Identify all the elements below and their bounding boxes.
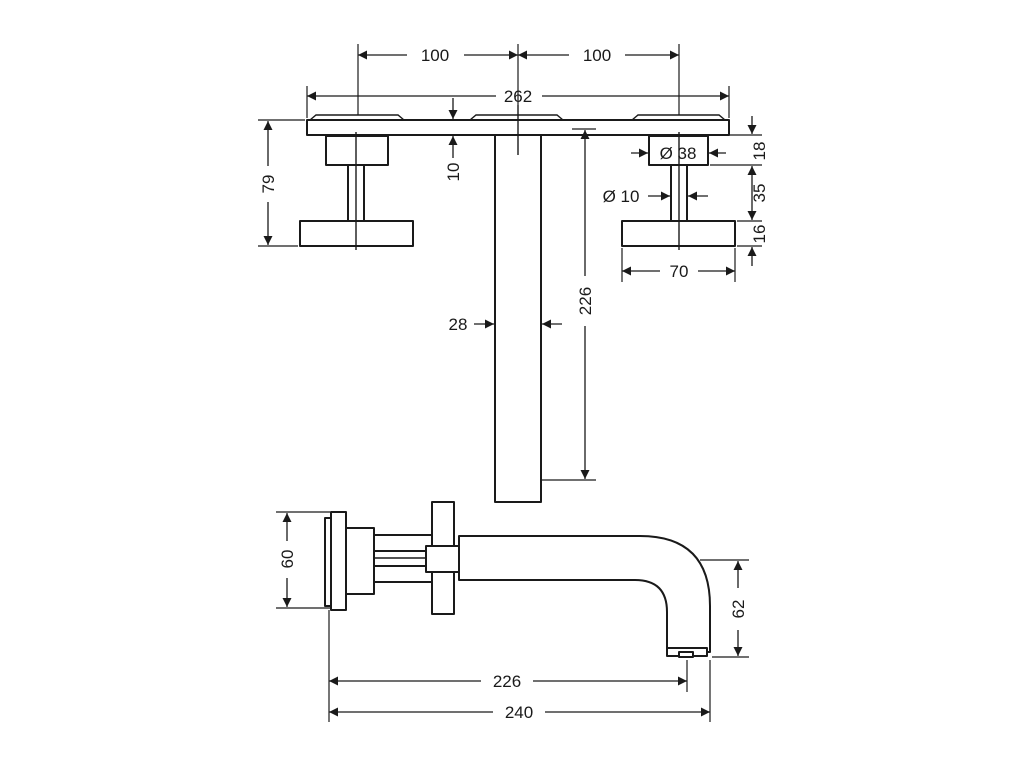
dim-label-d38: Ø 38: [660, 144, 697, 163]
dim-label-226-vertical: 226: [576, 287, 595, 315]
dim-label-240: 240: [505, 703, 533, 722]
dim-label-226-horizontal: 226: [493, 672, 521, 691]
dim-label-100-left: 100: [421, 46, 449, 65]
dim-label-10: 10: [444, 163, 463, 182]
dimensions: 100 100 262 79 10 Ø 38 18 35 16: [258, 44, 769, 722]
dim-label-60: 60: [278, 550, 297, 569]
side-handle-hub: [425, 545, 460, 573]
dim-label-35: 35: [750, 184, 769, 203]
left-rosette: [325, 135, 389, 166]
dim-label-16: 16: [750, 225, 769, 244]
side-view: [324, 501, 711, 658]
dim-label-262: 262: [504, 87, 532, 106]
plate-pad-left: [309, 114, 405, 121]
side-valve-bar-lower: [373, 565, 433, 583]
top-view: [299, 105, 736, 503]
side-body: [345, 527, 375, 595]
side-aerator-tip: [678, 651, 694, 658]
dim-label-18: 18: [750, 142, 769, 161]
dim-label-62: 62: [729, 600, 748, 619]
plate-pad-center: [469, 114, 564, 121]
dim-label-28: 28: [449, 315, 468, 334]
left-handle: [299, 132, 414, 250]
dim-label-d10: Ø 10: [603, 187, 640, 206]
spout-top: [494, 134, 542, 503]
side-spout: [458, 535, 711, 653]
dim-label-100-right: 100: [583, 46, 611, 65]
side-plate: [330, 511, 347, 611]
side-valve-bar-upper: [373, 534, 433, 552]
side-handle-lower: [431, 569, 455, 615]
dim-label-79: 79: [259, 175, 278, 194]
side-handle-upper: [431, 501, 455, 549]
right-handle: [621, 132, 736, 250]
dim-label-70: 70: [670, 262, 689, 281]
